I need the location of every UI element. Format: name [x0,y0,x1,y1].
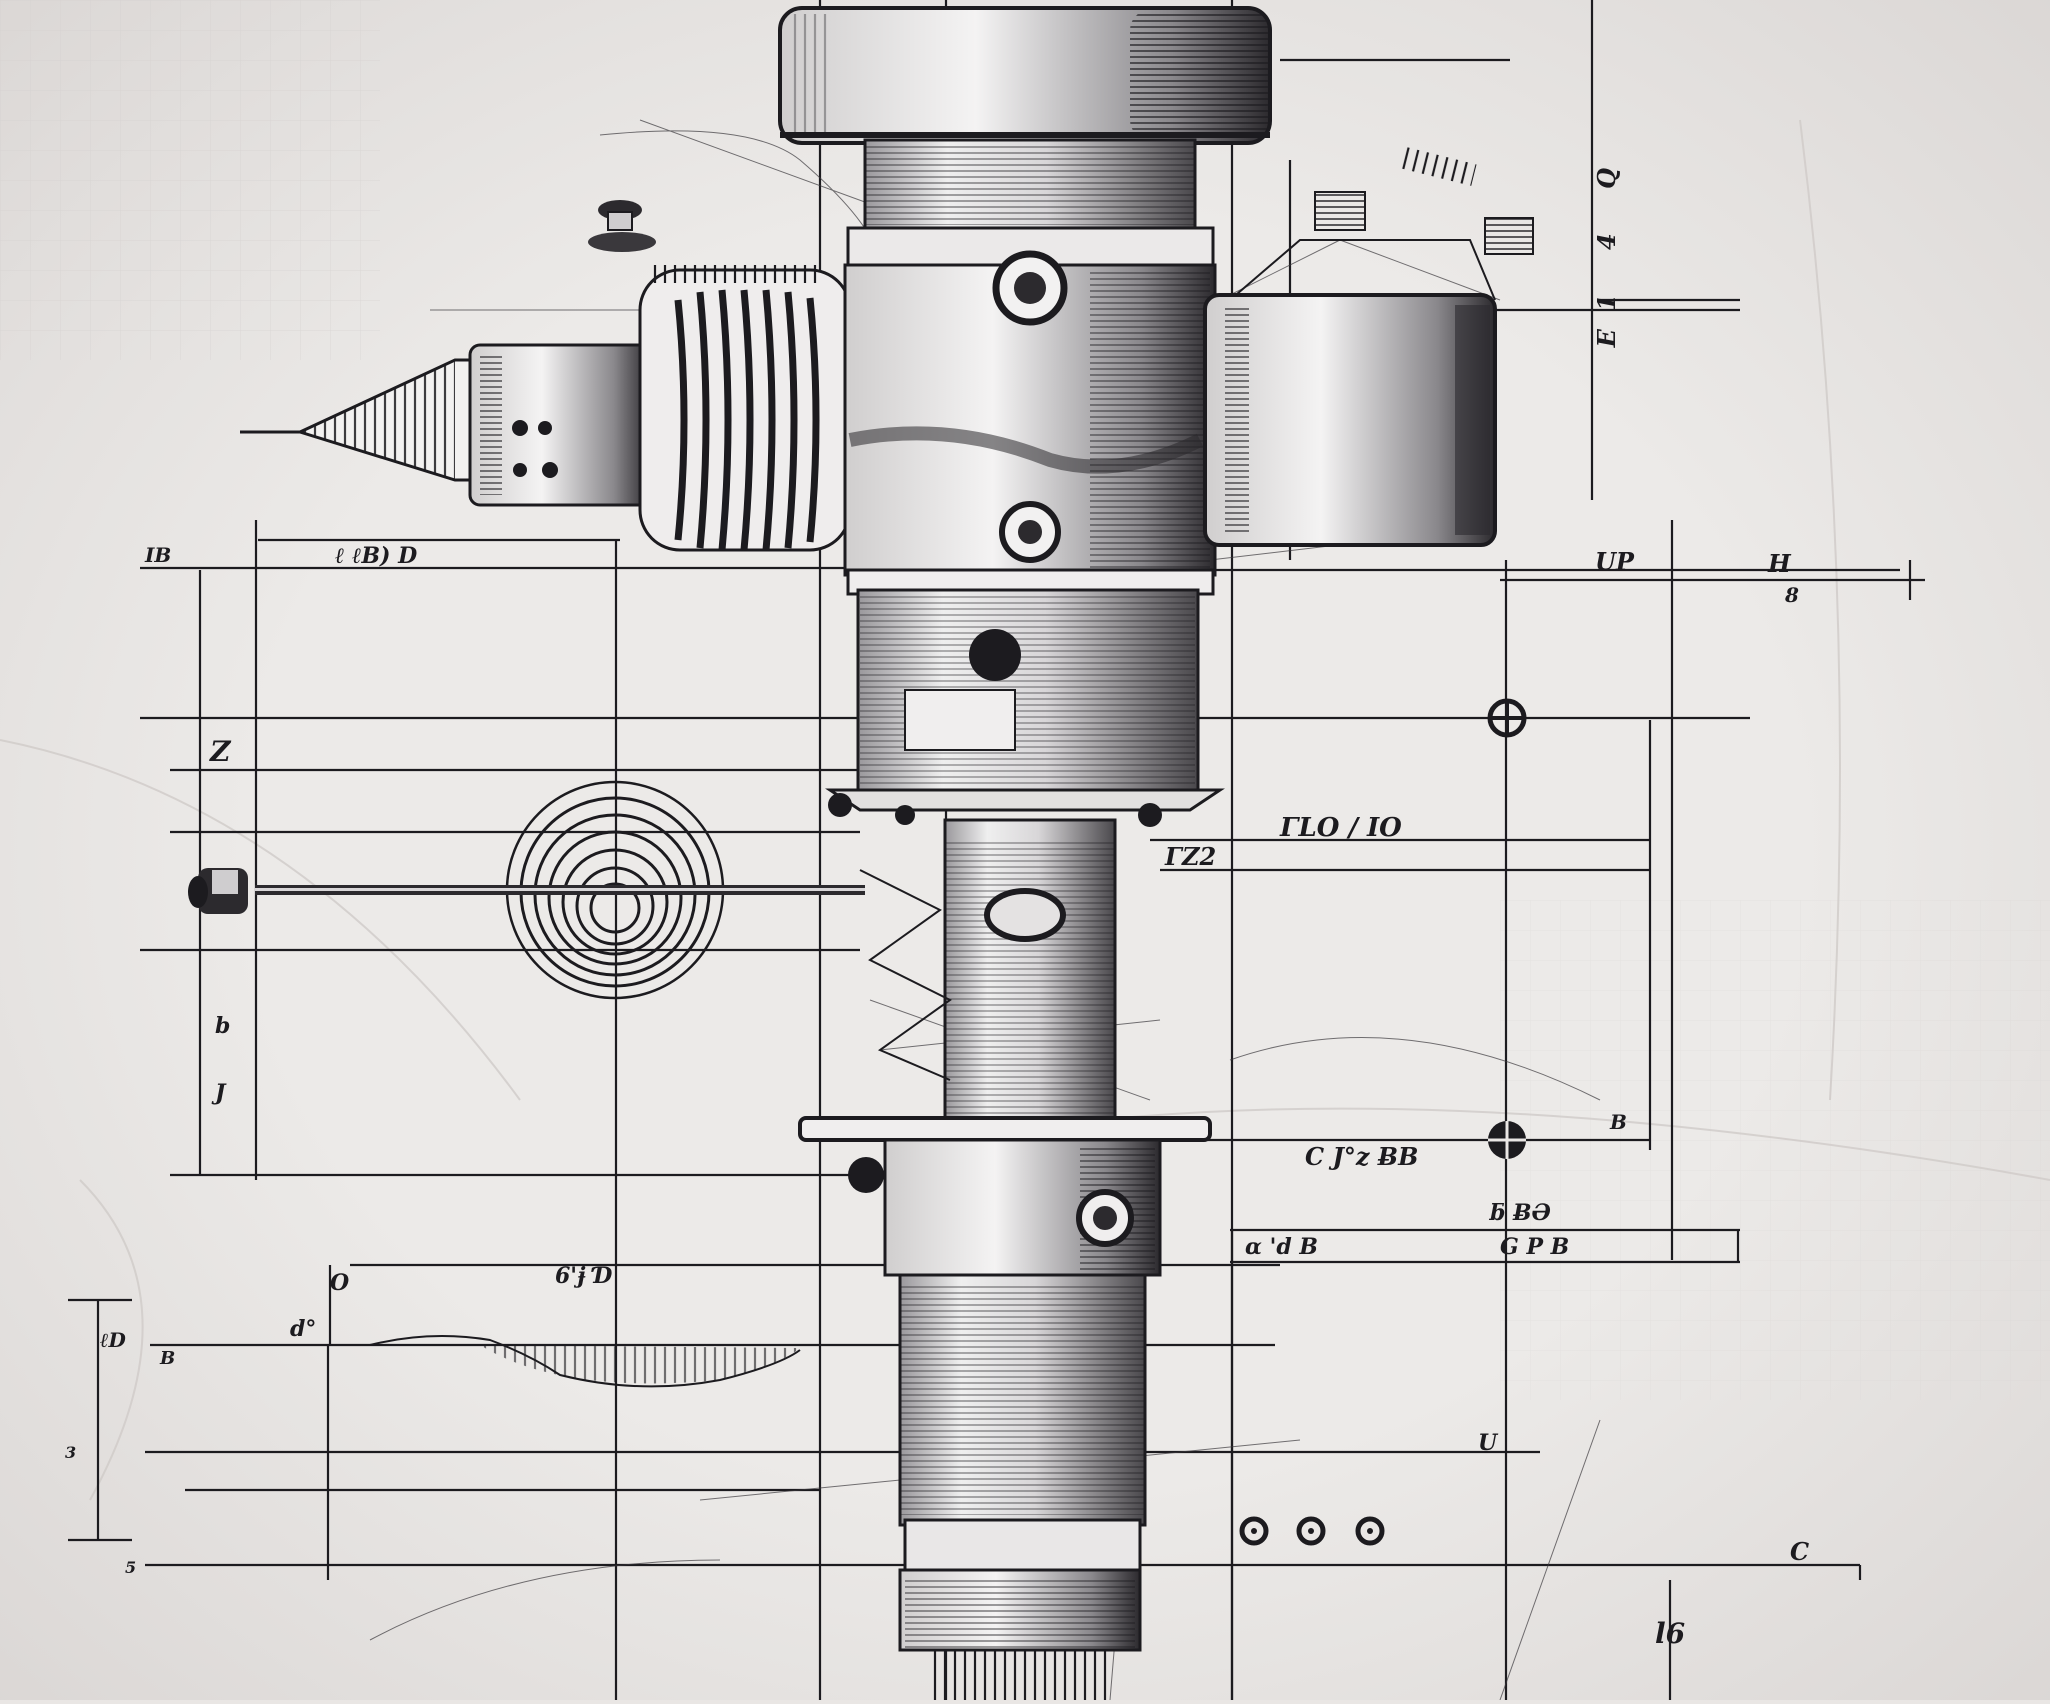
tag-label-left: IB [145,543,172,567]
top-cap [778,6,1272,145]
lower-body [798,1116,1212,1572]
tag-label-left-vert-c: J [215,1080,226,1106]
left-cone-nozzle [240,343,652,507]
tag-label-num-5: 5 [125,1558,137,1577]
tag-label-mid-right: ΓZ2 [1165,842,1217,871]
vertical-label-top-right: E1 4 Q [1592,150,1621,348]
tag-label-up: UP [1595,547,1634,576]
paper-creases [0,119,2050,1501]
dim-label-lower-left: 6'ɉ Ɗ [555,1263,613,1289]
tag-label-left-vert-b: b [215,1013,231,1039]
small-coil-b [1484,217,1534,255]
upper-body [843,138,1217,596]
small-coil-c [1398,146,1477,186]
tag-label-num-3: 3 [65,1443,77,1462]
small-coil-a [1314,191,1366,231]
lower-shaft-body [859,818,1117,1122]
dim-label-top-left: ℓ ℓB) D [335,543,418,569]
tag-label-lower-left-c: d° [290,1316,317,1342]
dim-label-mid-right: ΓLO / IO [1280,813,1402,843]
tag-label-lower-mid: U [1478,1430,1498,1456]
shaft-rod [188,868,865,914]
tag-label-lower-left-b: B [160,1348,176,1369]
tag-label-left-vert-a: Z [210,735,231,768]
crosshair-marker-upper [1487,698,1527,738]
tag-label-lower-right-t: l6 [1655,1617,1686,1650]
right-side-tank [1203,146,1534,547]
tag-label-lower-right-b: ƃ ɃƏ [1490,1200,1551,1226]
hatched-curve [369,1335,801,1388]
left-finned-radiator [638,265,852,552]
small-cap-fitting [588,200,656,252]
tag-label-lower-right-a: B [1610,1110,1627,1134]
tag-label-lower-right-c2: C [1790,1537,1810,1566]
bolt-holes [1239,1516,1385,1546]
tag-label-8: 8 [1785,583,1799,607]
faint-grid-topleft [0,0,380,360]
mid-body [825,588,1225,827]
tag-label-lower-right-d: G P B [1500,1234,1570,1260]
mid-bore [969,629,1021,681]
dim-label-lower-right: C J°z ɃB [1305,1142,1419,1171]
tag-label-lower-right-c: ɑ 'd B [1245,1234,1318,1260]
tag-label-h: H [1768,549,1791,578]
tag-label-lower-left-a: ℓD [100,1328,126,1352]
bottom-base [898,1568,1142,1700]
faint-grid-right [1500,900,2050,1400]
tag-label-lower-left-o: O [330,1270,350,1296]
crosshair-marker-lower [1488,1121,1526,1159]
